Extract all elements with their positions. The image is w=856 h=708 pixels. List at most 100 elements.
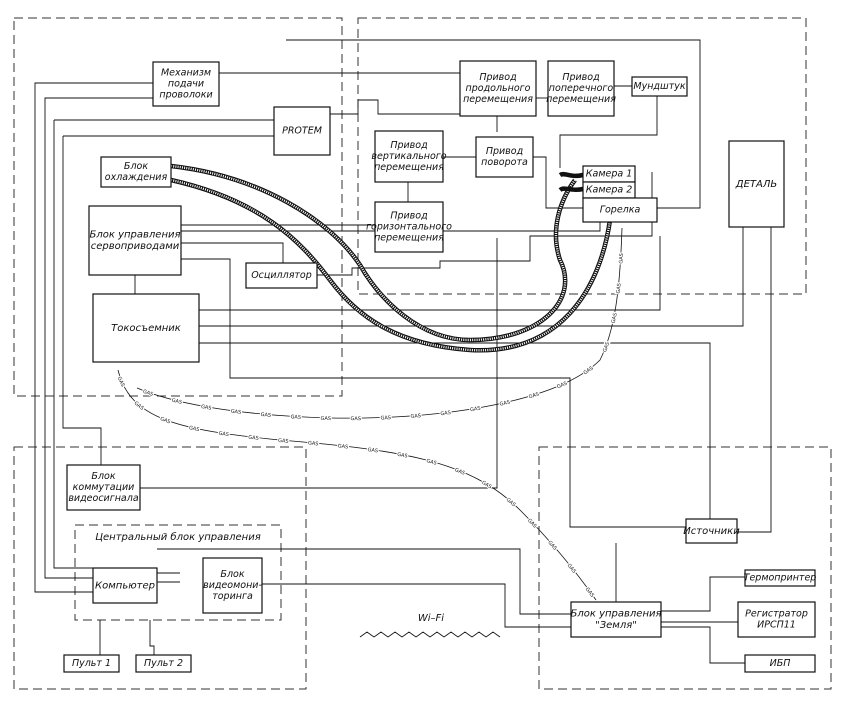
computer-box: [92, 567, 158, 604]
gas-label-text: GAS: [397, 452, 408, 460]
gas-label: GAS: [566, 561, 579, 575]
gas-label: GAS: [526, 516, 539, 530]
gas-label-text: GAS: [230, 409, 241, 416]
video-switch-label: видеосигнала: [68, 493, 138, 504]
video-switch-label: коммутации: [73, 482, 135, 493]
gas-label: GAS: [217, 429, 231, 438]
remote-1-label: Пульт 1: [72, 658, 111, 669]
gas-label: GAS: [336, 442, 350, 451]
vertical-drive-label: вертикального: [371, 151, 446, 162]
torch-label: Горелка: [600, 205, 641, 216]
gas-label: GAS: [170, 396, 184, 406]
gas-label-text: GAS: [308, 440, 319, 447]
gas-label-text: GAS: [260, 412, 271, 419]
ground-control-box: [570, 601, 662, 638]
oscillator-label: Осциллятор: [251, 270, 312, 281]
cooling-box: [100, 156, 172, 188]
wire-feed-box: [152, 61, 220, 107]
video-switch-box: [66, 464, 141, 511]
gas-label: GAS: [366, 445, 380, 454]
gas-label-text: GAS: [116, 376, 126, 388]
nozzle-label: Мундштук: [633, 81, 685, 92]
longitudinal-drive-label: продольного: [466, 83, 531, 94]
longitudinal-drive-box: [459, 60, 537, 117]
registrar-label: Регистратор: [745, 609, 808, 620]
computer-label: Компьютер: [95, 580, 155, 591]
central-control-group-label: Центральный блок управления: [95, 531, 260, 543]
gas-label: GAS: [617, 252, 625, 265]
wire-feed-label: Механизм: [161, 68, 211, 79]
gas-label-text: GAS: [583, 365, 595, 376]
torch-box: [582, 197, 658, 223]
detail-label: ДЕТАЛЬ: [735, 179, 777, 190]
gas-label-text: GAS: [556, 381, 568, 391]
gas-label-text: GAS: [290, 414, 301, 421]
gas-label-text: GAS: [526, 518, 538, 530]
gas-label: GAS: [439, 408, 452, 417]
gas-label-text: GAS: [133, 400, 145, 411]
sources-box: [685, 518, 738, 544]
gas-label-text: GAS: [546, 540, 557, 552]
camera-2-label: Камера 2: [586, 185, 633, 196]
gas-label: GAS: [187, 423, 201, 433]
gas-label-text: GAS: [142, 389, 154, 398]
horizontal-drive-label: горизонтального: [366, 222, 452, 233]
gas-label-text: GAS: [159, 416, 171, 425]
gas-label-text: GAS: [188, 425, 200, 433]
cooling-hoses: [170, 163, 613, 353]
vertical-drive-label: Привод: [390, 140, 428, 151]
ground-control-label: "Земля": [595, 620, 637, 631]
servo-control-box: [88, 205, 182, 276]
gas-label: GAS: [247, 433, 260, 442]
gas-label: GAS: [584, 585, 597, 599]
gas-label: GAS: [259, 410, 273, 419]
gas-label-text: GAS: [616, 283, 623, 294]
gas-label-text: GAS: [584, 586, 595, 598]
video-monitor-label: торинга: [212, 591, 253, 602]
gas-label-text: GAS: [201, 404, 212, 412]
transverse-drive-label: Привод: [562, 72, 600, 83]
current-collector-label: Токосъемник: [111, 323, 181, 334]
thermoprinter-box: [744, 569, 816, 587]
gas-label-text: GAS: [440, 410, 451, 417]
gas-label-text: GAS: [410, 413, 421, 420]
gas-label: GAS: [505, 495, 518, 508]
gas-label: GAS: [453, 465, 467, 477]
wire-feed-label: подачи: [168, 79, 204, 90]
sources-label: Источники: [683, 526, 740, 537]
horizontal-drive-label: перемещения: [374, 233, 444, 244]
gas-label-text: GAS: [367, 447, 378, 454]
camera-1-label: Камера 1: [586, 169, 633, 180]
gas-label: GAS: [379, 414, 392, 422]
transverse-drive-label: перемещения: [546, 94, 616, 105]
gas-label: GAS: [289, 413, 302, 421]
gas-label-text: GAS: [320, 416, 331, 422]
gas-label-text: GAS: [454, 467, 466, 477]
oscillator-box: [245, 262, 318, 289]
gas-label: GAS: [199, 402, 213, 412]
gas-label: GAS: [527, 390, 541, 400]
gas-label: GAS: [395, 450, 409, 460]
longitudinal-drive-label: Привод: [479, 72, 517, 83]
frame-left-top: [13, 17, 343, 397]
gas-label-text: GAS: [499, 400, 511, 408]
video-monitor-box: [202, 557, 263, 614]
remote-2-box: [135, 654, 192, 673]
video-switch-label: Блок: [91, 471, 115, 482]
registrar-box: [737, 601, 816, 638]
wires: [34, 39, 772, 664]
gas-label: GAS: [555, 379, 569, 390]
gas-label-text: GAS: [248, 435, 259, 442]
longitudinal-drive-label: перемещения: [463, 94, 533, 105]
video-monitor-label: Блок: [220, 569, 244, 580]
transverse-drive-label: поперечного: [549, 83, 614, 94]
cooling-label: Блок: [124, 161, 148, 172]
nozzle-box: [631, 76, 688, 97]
gas-label-text: GAS: [380, 415, 391, 421]
gas-label-text: GAS: [426, 458, 438, 467]
rotation-drive-box: [475, 136, 534, 178]
servo-control-label: сервоприводами: [91, 241, 180, 252]
wire-feed-label: проволоки: [159, 90, 212, 101]
gas-label: GAS: [116, 374, 127, 389]
ground-control-label: Блок управления: [570, 609, 661, 620]
